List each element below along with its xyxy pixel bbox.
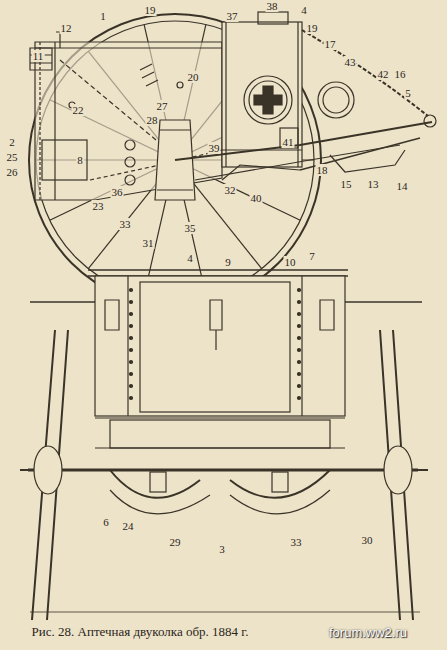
callout-number: 25: [6, 151, 19, 163]
callout-number: 40: [250, 192, 263, 204]
callout-number: 27: [156, 100, 169, 112]
callout-number: 5: [404, 87, 412, 99]
callout-number: 36: [111, 186, 124, 198]
rivet: [298, 361, 301, 364]
rivet: [130, 325, 133, 328]
callout-number: 30: [361, 534, 374, 546]
callout-number: 17: [324, 38, 337, 50]
callout-number: 24: [122, 520, 135, 532]
rivet: [130, 397, 133, 400]
rivet: [298, 349, 301, 352]
rivet: [298, 385, 301, 388]
callout-number: 23: [92, 200, 105, 212]
callout-number: 29: [169, 536, 182, 548]
figure-caption: Рис. 28. Аптечная двуколка обр. 1884 г.: [32, 624, 249, 640]
rivet: [298, 289, 301, 292]
callout-number: 1: [99, 10, 107, 22]
callout-number: 19: [144, 4, 157, 16]
callout-number: 10: [284, 256, 297, 268]
rivet: [298, 397, 301, 400]
callout-number: 14: [396, 180, 409, 192]
rivet: [130, 289, 133, 292]
callout-number: 42: [377, 68, 390, 80]
callout-number: 43: [344, 56, 357, 68]
rivet: [130, 349, 133, 352]
rivet: [130, 301, 133, 304]
callout-number: 12: [60, 22, 73, 34]
callout-number: 18: [316, 164, 329, 176]
callout-number: 38: [266, 0, 279, 12]
callout-number: 4: [186, 252, 194, 264]
watermark: forum.ww2.ru: [329, 625, 407, 640]
rivet: [130, 313, 133, 316]
callout-number: 9: [224, 256, 232, 268]
callout-number: 26: [6, 166, 19, 178]
callout-number: 37: [226, 10, 239, 22]
callout-number: 2: [8, 136, 16, 148]
callout-number: 7: [308, 250, 316, 262]
callout-number: 28: [146, 114, 159, 126]
rivet: [130, 373, 133, 376]
rivet: [298, 325, 301, 328]
callout-number: 16: [394, 68, 407, 80]
rivet: [130, 385, 133, 388]
rivet: [130, 361, 133, 364]
callout-number: 22: [72, 104, 85, 116]
callout-number: 3: [218, 543, 226, 555]
callout-number: 19: [306, 22, 319, 34]
callout-number: 31: [142, 237, 155, 249]
callout-number: 11: [32, 50, 45, 62]
callout-number: 41: [282, 136, 295, 148]
callout-number: 13: [367, 178, 380, 190]
callout-number: 6: [102, 516, 110, 528]
callout-number: 35: [184, 222, 197, 234]
rivet: [298, 337, 301, 340]
rivet: [130, 337, 133, 340]
callout-number: 8: [76, 154, 84, 166]
callout-number: 33: [119, 218, 132, 230]
callout-number: 33: [290, 536, 303, 548]
rivet: [298, 301, 301, 304]
rivet: [298, 313, 301, 316]
callout-number: 15: [340, 178, 353, 190]
rivet: [298, 373, 301, 376]
callout-number: 20: [187, 71, 200, 83]
callout-number: 32: [224, 184, 237, 196]
callout-number: 39: [208, 142, 221, 154]
callout-number: 4: [300, 4, 308, 16]
